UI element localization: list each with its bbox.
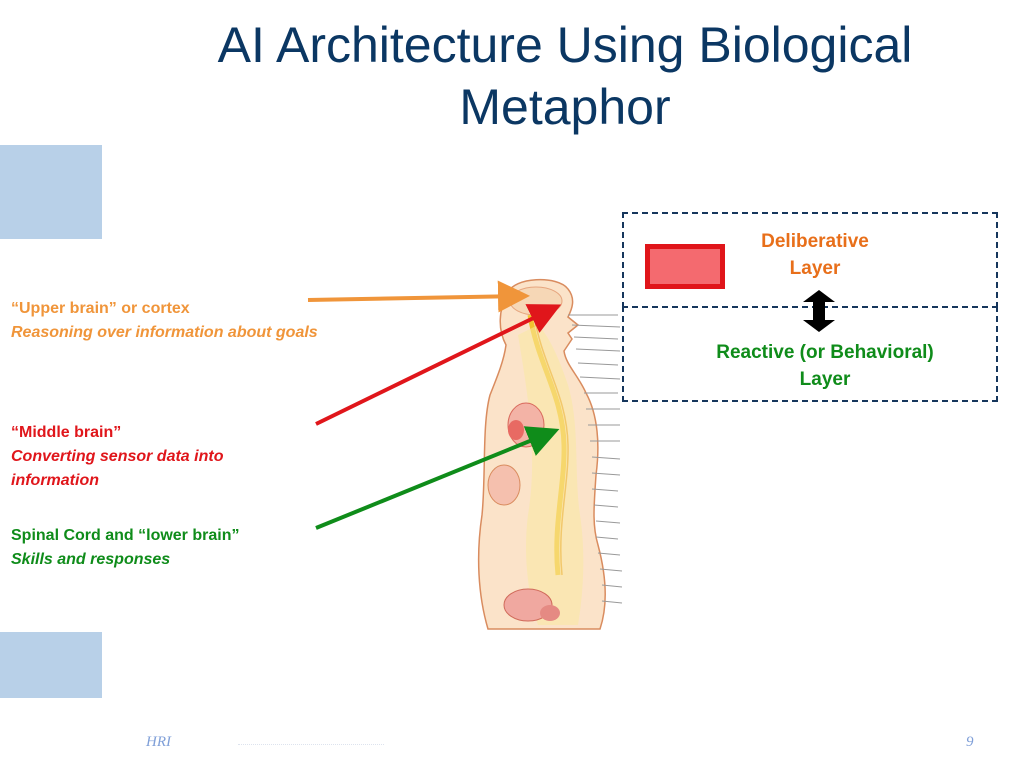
slide-title-line2: Metaphor: [459, 79, 671, 135]
reactive-layer-box: [622, 306, 998, 402]
spinal-cord-label: Spinal Cord and “lower brain” Skills and…: [11, 524, 331, 572]
page-number: 9: [966, 734, 974, 750]
deliberative-layer-block: [645, 244, 725, 289]
deliberative-layer-label: Deliberative Layer: [730, 228, 900, 282]
footer-label: HRI: [146, 734, 171, 750]
footer-divider: [238, 744, 384, 745]
upper-brain-label: “Upper brain” or cortex Reasoning over i…: [11, 297, 351, 345]
upper-brain-heading: “Upper brain” or cortex: [11, 300, 190, 317]
spinal-cord-heading: Spinal Cord and “lower brain”: [11, 527, 240, 544]
middle-brain-arrow: [315, 304, 562, 426]
deliberative-layer-line1: Deliberative: [761, 231, 869, 252]
double-arrow-icon: [803, 290, 835, 332]
decorative-square-top: [0, 145, 102, 239]
decorative-square-bottom: [0, 632, 102, 698]
middle-brain-label: “Middle brain” Converting sensor data in…: [11, 421, 311, 493]
upper-brain-detail: Reasoning over information about goals: [11, 324, 318, 341]
deliberative-layer-line2: Layer: [789, 258, 841, 279]
spinal-cord-arrow: [315, 426, 560, 530]
reactive-layer-line1: Reactive (or Behavioral): [716, 342, 934, 363]
upper-brain-arrow: [307, 280, 530, 313]
middle-brain-detail: Converting sensor data into information: [11, 448, 224, 489]
middle-brain-heading: “Middle brain”: [11, 424, 122, 441]
reactive-layer-line2: Layer: [799, 369, 851, 390]
slide-title-line1: AI Architecture Using Biological: [217, 17, 913, 73]
spinal-cord-detail: Skills and responses: [11, 551, 171, 568]
slide-title: AI Architecture Using Biological Metapho…: [150, 14, 980, 138]
reactive-layer-label: Reactive (or Behavioral) Layer: [680, 339, 970, 393]
